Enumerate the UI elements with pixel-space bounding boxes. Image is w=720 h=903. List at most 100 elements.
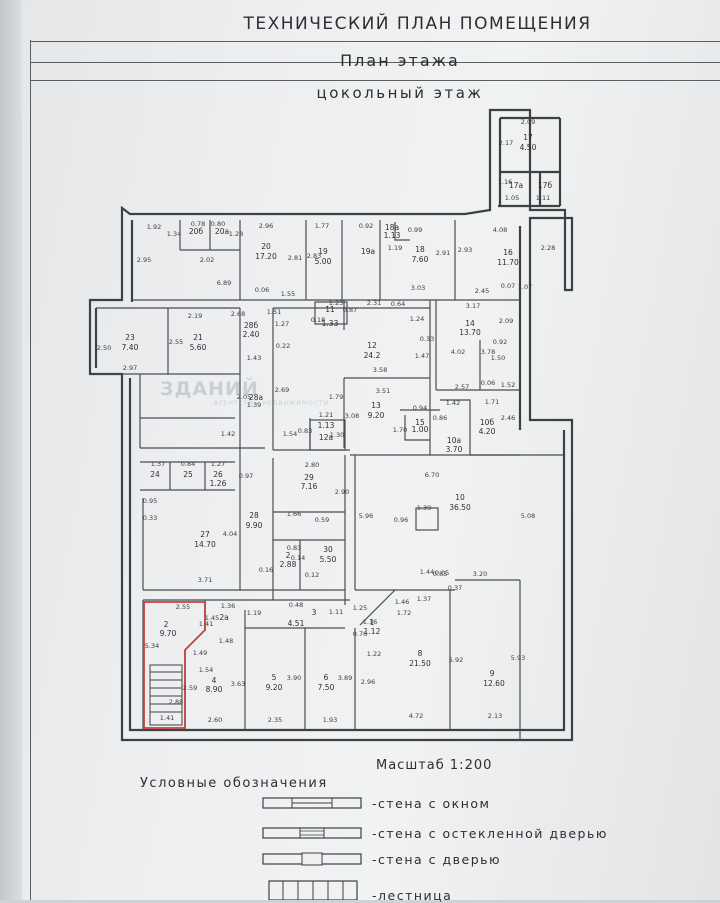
room-area-12a: 1.13 — [318, 421, 335, 430]
dimension-label: 1.19 — [388, 244, 402, 252]
dimension-label: 3.90 — [287, 674, 301, 682]
dimension-label: 2.17 — [499, 139, 513, 147]
dimension-label: 3.17 — [466, 302, 480, 310]
dimension-label: 1.39 — [417, 504, 431, 512]
dimension-label: 1.52 — [501, 381, 515, 389]
room-label-17: 17 — [523, 133, 533, 142]
room-label-27: 27 — [200, 530, 210, 539]
room-area-12: 24.2 — [364, 351, 381, 360]
room-area-18: 7.60 — [412, 255, 429, 264]
dimension-label: 1.27 — [211, 460, 225, 468]
dimension-label: 1.21 — [319, 411, 333, 419]
dimension-label: 4.04 — [223, 530, 237, 538]
dimension-label: 2.96 — [259, 222, 273, 230]
dimension-label: 3.63 — [231, 680, 245, 688]
dimension-label: 2.09 — [521, 118, 535, 126]
dimension-label: 1.72 — [397, 609, 411, 617]
dimension-label: 1.34 — [167, 230, 181, 238]
dimension-label: 2.59 — [183, 684, 197, 692]
dimension-label: 5.93 — [511, 654, 525, 662]
room-area-19: 5.00 — [315, 257, 332, 266]
sheet-shadow — [0, 0, 22, 900]
legend-symbol-wall-window — [262, 797, 362, 809]
dimension-label: 1.39 — [247, 401, 261, 409]
room-label-26: 26 — [213, 470, 223, 479]
watermark-logo: ЗДАНИЙ — [160, 378, 259, 400]
dimension-label: 0.94 — [413, 404, 427, 412]
room-label-10a: 10а — [447, 436, 461, 445]
dimension-label: 1.37 — [417, 595, 431, 603]
dimension-label: 0.07 — [501, 282, 515, 290]
room-label-17a: 17а — [509, 181, 523, 190]
room-label-1: 1 — [370, 618, 375, 627]
room-label-14: 14 — [465, 319, 475, 328]
dimension-label: 2.09 — [499, 317, 513, 325]
dimension-label: 2.95 — [137, 256, 151, 264]
room-area-28: 9.90 — [246, 521, 263, 530]
room-walls-left — [96, 307, 345, 591]
room-label-13: 13 — [371, 401, 381, 410]
dimension-label: 0.97 — [239, 472, 253, 480]
room-area-10b: 4.20 — [479, 427, 496, 436]
dimension-label: 1.51 — [267, 308, 281, 316]
dimension-label: 0.14 — [291, 554, 305, 562]
dimension-label: 3.20 — [473, 570, 487, 578]
dimension-label: 2.55 — [176, 603, 190, 611]
room-label-24: 24 — [150, 470, 160, 479]
dimension-label: 6.89 — [217, 279, 231, 287]
room-label-29: 29 — [304, 473, 314, 482]
room-area-10a: 3.70 — [446, 445, 463, 454]
dimension-label: 1.48 — [219, 637, 233, 645]
dimension-label: 2.50 — [97, 344, 111, 352]
frame-line-3 — [30, 80, 720, 82]
dimension-label: 1.77 — [315, 222, 329, 230]
dimension-label: 0.18 — [311, 316, 325, 324]
dimension-label: 0.95 — [143, 497, 157, 505]
dimension-label: 0.96 — [394, 516, 408, 524]
dimension-label: 0.92 — [493, 338, 507, 346]
room-area-23: 7.40 — [122, 343, 139, 352]
legend-title: Условные обозначения — [140, 776, 328, 791]
room-label-18: 18 — [415, 245, 425, 254]
dimension-label: 1.36 — [221, 602, 235, 610]
room-area-13: 9.20 — [368, 411, 385, 420]
dimension-label: 3.08 — [345, 412, 359, 420]
dimension-label: 2.13 — [488, 712, 502, 720]
dimension-label: 4.02 — [451, 348, 465, 356]
dimension-label: 0.86 — [433, 414, 447, 422]
dimension-label: 0.48 — [289, 601, 303, 609]
dimension-label: 6.70 — [425, 471, 439, 479]
dimension-label: 1.47 — [415, 352, 429, 360]
dimension-label: 1.79 — [329, 393, 343, 401]
dimension-label: 1.22 — [367, 650, 381, 658]
watermark-subtext: АГЕНТСТВО НЕДВИЖИМОСТИ — [214, 400, 330, 407]
dimension-label: 2.28 — [541, 244, 555, 252]
dimension-label: 1.23 — [329, 299, 343, 307]
dimension-label: 1.05 — [505, 194, 519, 202]
dimension-label: 3.03 — [411, 284, 425, 292]
dimension-label: 5.08 — [521, 512, 535, 520]
room-walls-central — [272, 454, 564, 605]
dimension-label: 0.78 — [191, 220, 205, 228]
dimension-label: 2.05 — [237, 393, 251, 401]
room-label-28: 28 — [249, 511, 259, 520]
dimension-label: 3.89 — [338, 674, 352, 682]
room-label-17b: 17б — [538, 181, 553, 190]
room-area-16: 11.70 — [497, 258, 519, 267]
dimension-label: 2.96 — [361, 678, 375, 686]
dimension-label: 2.57 — [455, 383, 469, 391]
legend-label-wall-door: -стена с дверью — [372, 852, 502, 867]
dimension-label: 1.19 — [247, 609, 261, 617]
dimension-label: 0.84 — [181, 460, 195, 468]
room-label-19: 19 — [318, 247, 328, 256]
room-area-4: 8.90 — [206, 685, 223, 694]
dimension-label: 1.11 — [536, 194, 550, 202]
dimension-label: 1.66 — [287, 510, 301, 518]
dimension-label: 1.44 — [420, 568, 434, 576]
dimension-label: 3.58 — [373, 366, 387, 374]
room-area-1: 1.12 — [364, 627, 381, 636]
dimension-label: 1.54 — [283, 430, 297, 438]
room-label-12a: 12а — [319, 433, 333, 442]
dimension-label: 2.97 — [123, 364, 137, 372]
room-label-25: 25 — [183, 470, 193, 479]
